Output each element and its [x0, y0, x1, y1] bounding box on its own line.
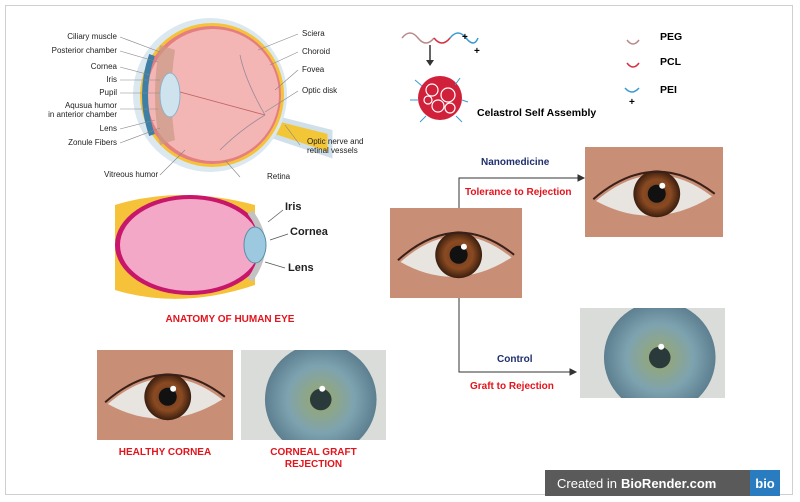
label-retina: Retina — [267, 172, 291, 181]
legend-peg: PEG — [660, 31, 683, 43]
eye-cross-section-illustration — [115, 195, 289, 299]
eyelash-line — [397, 231, 515, 261]
nanomedicine-eye-photo — [585, 147, 723, 237]
pupil — [449, 245, 468, 264]
eye-globe-illustration — [133, 18, 333, 172]
graft-label-line2: REJECTION — [284, 459, 343, 470]
label-choroid: Choroid — [302, 47, 331, 56]
healthy-eye-photo — [97, 350, 233, 440]
tolerance-label: Tolerance to Rejection — [465, 187, 572, 198]
label-iris: Iris — [106, 75, 117, 84]
label-cornea: Cornea — [90, 62, 117, 71]
pupil — [647, 184, 666, 203]
peg-swatch — [626, 39, 640, 45]
highlight — [659, 182, 666, 189]
pupil — [158, 387, 177, 406]
label-sclera: Sciera — [302, 29, 325, 38]
celastrol-label: Celastrol Self Assembly — [477, 107, 597, 119]
label-retinal-vessels: retinal vessels — [307, 146, 358, 155]
label-optic-disk: Optic disk — [302, 86, 338, 95]
label-cs-lens: Lens — [288, 262, 314, 274]
label-cs-cornea: Cornea — [290, 226, 328, 238]
label-zonule-fibers: Zonule Fibers — [68, 138, 117, 147]
graft-label-line1: CORNEAL GRAFT — [270, 447, 357, 458]
legend-pei: PEI — [660, 84, 677, 96]
eyelash-line — [104, 373, 226, 403]
label-vitreous-humor: Vitreous humor — [104, 170, 159, 179]
legend-pcl: PCL — [660, 56, 681, 68]
baseline-eye-photo — [390, 208, 522, 298]
graft-rejection-eye-photo — [241, 350, 386, 440]
polymer-chain-illustration — [401, 32, 479, 66]
badge-brand: BioRender.com — [620, 475, 717, 491]
label-cs-iris: Iris — [285, 201, 302, 213]
legend-swatches — [624, 39, 640, 93]
plus-sign: + — [629, 97, 635, 108]
biorender-logo: bio — [750, 470, 780, 496]
label-fovea: Fovea — [302, 65, 325, 74]
label-lens: Lens — [99, 124, 117, 133]
healthy-cornea-label: HEALTHY CORNEA — [118, 447, 212, 458]
control-label: Control — [497, 354, 533, 365]
highlight — [658, 343, 665, 350]
nanoparticle-illustration — [410, 76, 469, 123]
highlight — [319, 385, 326, 392]
nanomedicine-label: Nanomedicine — [481, 157, 550, 168]
flow-bracket — [458, 174, 586, 376]
highlight — [170, 385, 177, 392]
anatomy-title: ANATOMY OF HUMAN EYE — [165, 314, 295, 325]
label-anterior-chamber: in anterior chamber — [48, 110, 117, 119]
label-posterior-chamber: Posterior chamber — [51, 46, 117, 55]
label-pupil: Pupil — [99, 88, 117, 97]
eyelash-line — [592, 170, 716, 200]
control-eye-photo — [580, 308, 725, 398]
graft-rejection-label: Graft to Rejection — [470, 381, 554, 392]
pupil — [309, 388, 332, 411]
biorender-badge: Created in BioRender.com bio — [545, 470, 780, 496]
figure-border — [5, 5, 793, 495]
highlight — [460, 243, 467, 250]
label-ciliary-muscle: Ciliary muscle — [67, 32, 117, 41]
plus-sign: + — [474, 46, 480, 57]
label-optic-nerve: Optic nerve and — [307, 137, 364, 146]
pcl-swatch — [626, 62, 640, 68]
badge-prefix: Created in — [557, 475, 617, 491]
leader-lines — [119, 33, 301, 178]
plus-sign: + — [462, 32, 468, 43]
pei-swatch — [624, 87, 640, 93]
label-aqueous-humor: Aqusua humor — [64, 101, 117, 110]
pupil — [648, 346, 671, 369]
